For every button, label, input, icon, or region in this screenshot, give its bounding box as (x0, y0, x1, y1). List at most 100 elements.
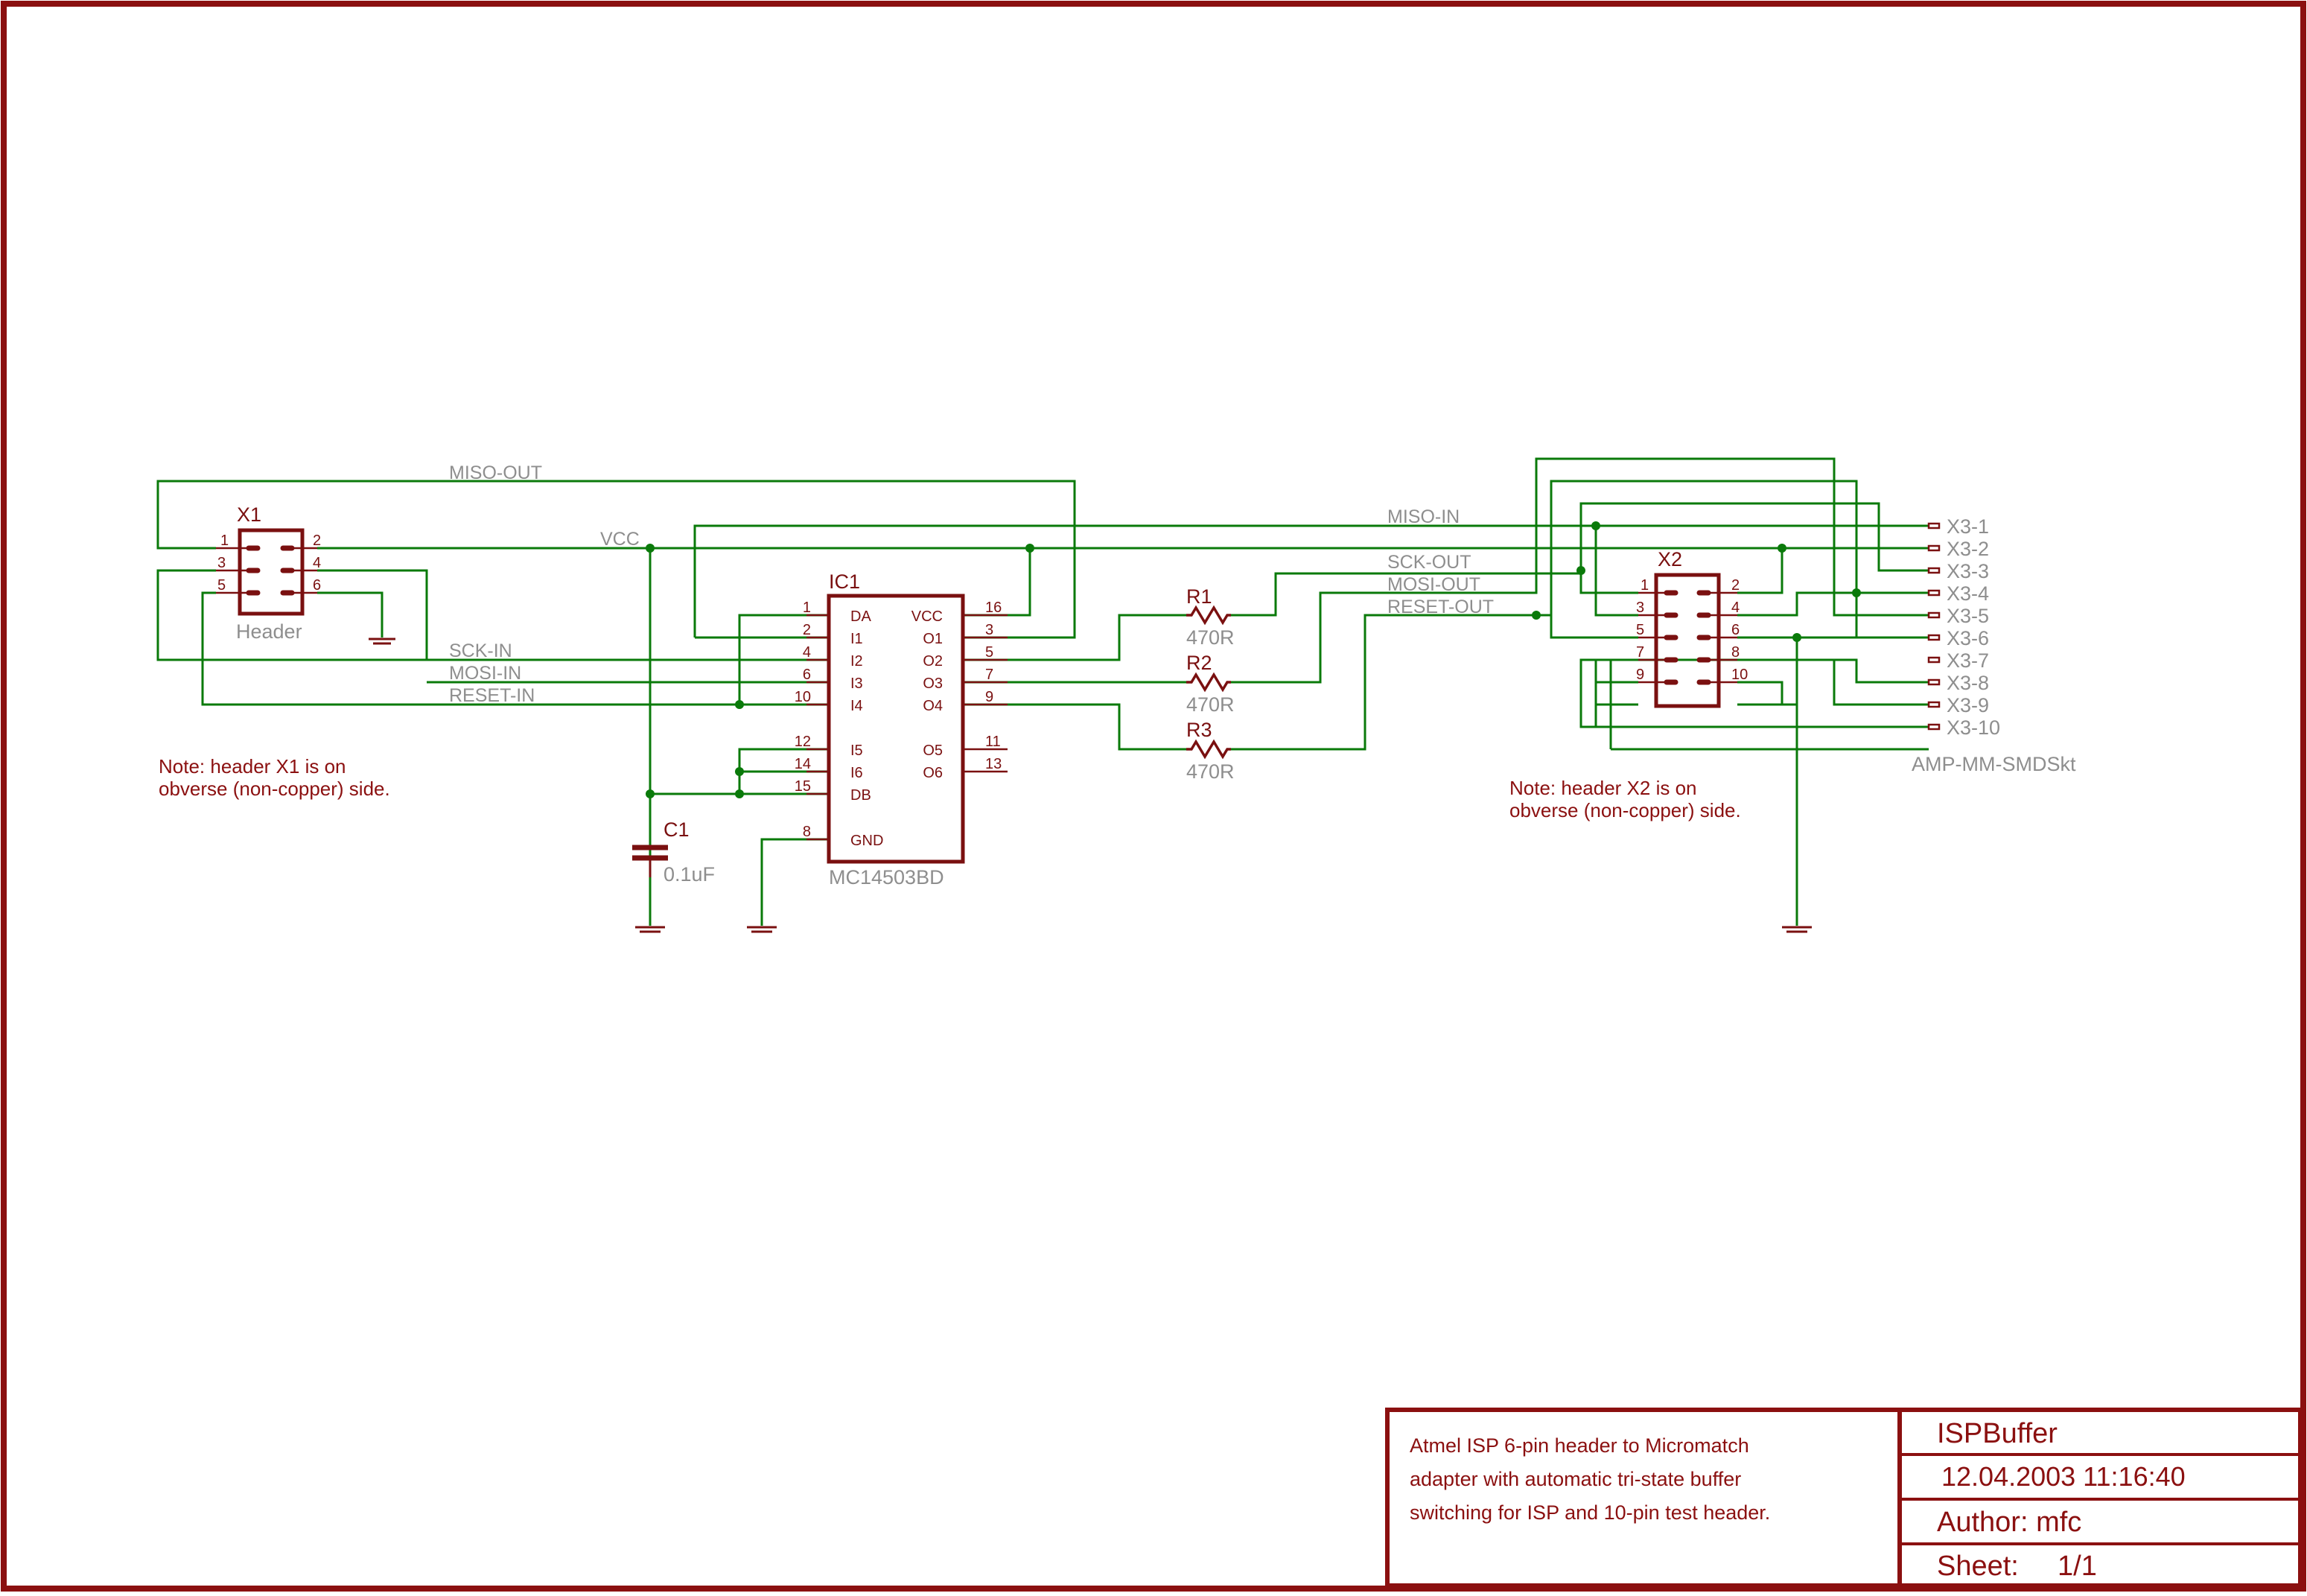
ic1-pin-label-i2: I2 (850, 653, 863, 670)
connector-x2: X2 1 2 3 4 5 6 7 8 9 10 AMP-MM-SMDSkt (1636, 548, 2076, 775)
net-label-reset-out: RESET-OUT (1387, 597, 1494, 617)
wire-vcc-rail-top (693, 524, 1929, 639)
x2-pin-5: 5 (1636, 622, 1644, 638)
junction-x2-1 (1591, 521, 1600, 530)
wire-x1-gnd (317, 591, 384, 638)
x2-pin-8: 8 (1731, 644, 1740, 661)
wire-reset-out (1231, 614, 1638, 751)
x2-body (1654, 573, 1721, 708)
wire-ic-gnd (760, 838, 829, 926)
x1-pads (246, 545, 295, 596)
x1-value: Header (236, 620, 302, 643)
c1-name: C1 (664, 818, 690, 841)
x1-pin-5: 5 (217, 577, 226, 594)
wire-reset-in (201, 591, 829, 706)
r3-zigzag (1186, 739, 1231, 760)
x1-pin-2: 2 (313, 532, 321, 549)
x3-label-4: X3-4 (1947, 582, 1989, 605)
ic1-pin-num-13: 13 (985, 756, 1002, 772)
r2-value: 470R (1186, 693, 1235, 716)
ic1-pin-label-o5: O5 (923, 743, 943, 759)
junction-x2-4 (1852, 588, 1861, 597)
ic1-pin-label-i1: I1 (850, 631, 863, 647)
wire-miso-out (156, 480, 1076, 639)
ic1-body (827, 594, 965, 864)
x3-label-2: X3-2 (1947, 538, 1989, 560)
x2-value: AMP-MM-SMDSkt (1912, 753, 2076, 775)
title-block-sheet-label: Sheet: (1937, 1551, 2019, 1582)
x3-test-header: X3-1 X3-2 X3-3 X3-4 X3-5 X3-6 X3-7 X3-8 … (1927, 515, 2000, 739)
ic1-value: MC14503BD (829, 866, 944, 888)
wire-x2-4 (1737, 591, 1929, 617)
ic1-pin-num-9: 9 (985, 689, 993, 705)
ground-symbol-c1 (635, 926, 665, 933)
capacitor-c1: C1 0.1uF (632, 818, 715, 886)
net-label-mosi-in: MOSI-IN (449, 663, 521, 684)
ground-symbols (369, 638, 1812, 933)
ic1-pin-label-i4: I4 (850, 698, 863, 714)
ic1-pin-num-14: 14 (795, 756, 811, 772)
ic1-pin-num-16: 16 (985, 600, 1002, 616)
x2-name: X2 (1658, 548, 1682, 570)
ic1-pin-num-10: 10 (795, 689, 811, 705)
x3-label-1: X3-1 (1947, 515, 1989, 538)
x1-note-line2: obverse (non-copper) side. (159, 778, 390, 800)
ic1-pin-num-1: 1 (803, 600, 811, 616)
ic1-name: IC1 (829, 570, 860, 593)
resistor-r3: R3 470R (1186, 719, 1235, 783)
ic1-pin-label-o6: O6 (923, 765, 943, 781)
x3-label-5: X3-5 (1947, 605, 1989, 627)
title-block-description-1: Atmel ISP 6-pin header to Micromatch (1410, 1434, 1749, 1457)
title-block-sheet-value: 1/1 (2058, 1551, 2097, 1582)
ic1-pin-label-i3: I3 (850, 675, 863, 692)
r1-name: R1 (1186, 585, 1212, 608)
wire-x2-1 (1579, 502, 1929, 594)
net-label-miso-in: MISO-IN (1387, 506, 1460, 527)
ic1-pin-num-15: 15 (795, 778, 811, 795)
junction-x2-6 (1792, 633, 1801, 642)
wire-x2-2 (1737, 548, 1783, 594)
wire-x2-7 (1638, 658, 1929, 684)
wire-x2-3 (1594, 526, 1638, 617)
ic1-pin-label-db: DB (850, 787, 871, 804)
x2-note-line2: obverse (non-copper) side. (1509, 799, 1741, 821)
x1-pin-4: 4 (313, 555, 321, 571)
wire-x3-10 (1594, 660, 1929, 751)
net-label-sck-in: SCK-IN (449, 640, 512, 661)
x3-pin-markers (1927, 522, 1941, 731)
ic1-pin-label-gnd: GND (850, 833, 883, 849)
junction-en1 (735, 767, 744, 776)
x3-label-6: X3-6 (1947, 627, 1989, 649)
ic1-pin-num-11: 11 (985, 734, 1001, 750)
x2-pin-4: 4 (1731, 600, 1740, 616)
title-block-date: 12.04.2003 11:16:40 (1941, 1461, 2186, 1492)
x1-body (238, 528, 305, 616)
x2-pin-7: 7 (1636, 644, 1644, 661)
resistor-r2: R2 470R (1186, 652, 1235, 716)
ground-symbol-x1 (369, 638, 395, 645)
net-label-mosi-out: MOSI-OUT (1387, 574, 1480, 595)
junction-da (735, 700, 744, 709)
net-labels: MISO-OUT VCC SCK-IN MOSI-IN RESET-IN MIS… (449, 462, 1494, 706)
connector-x1: X1 Header 1 2 3 4 5 6 (216, 503, 321, 643)
ground-symbol-ic1 (747, 926, 777, 933)
x2-pin-1: 1 (1641, 577, 1649, 594)
x2-pin-9: 9 (1636, 667, 1644, 683)
ic1-pin-num-2: 2 (803, 622, 811, 638)
wire-mosi-out (1231, 457, 1929, 684)
ic1-right-pin-lines (963, 614, 1008, 773)
wire-x1-left (156, 569, 427, 661)
net-label-reset-in: RESET-IN (449, 685, 535, 706)
junction-c1 (646, 789, 655, 798)
x3-label-10: X3-10 (1947, 716, 2000, 739)
ic1-pin-num-12: 12 (795, 734, 811, 750)
r1-zigzag (1186, 605, 1231, 626)
x2-pin-10: 10 (1731, 667, 1748, 683)
junctions (646, 521, 1861, 798)
ic1-pin-num-3: 3 (985, 622, 993, 638)
ic1-left-pin-lines (806, 614, 829, 841)
ic1-pin-num-4: 4 (803, 644, 811, 661)
junction-vcc (646, 544, 655, 553)
wires (156, 457, 1929, 926)
